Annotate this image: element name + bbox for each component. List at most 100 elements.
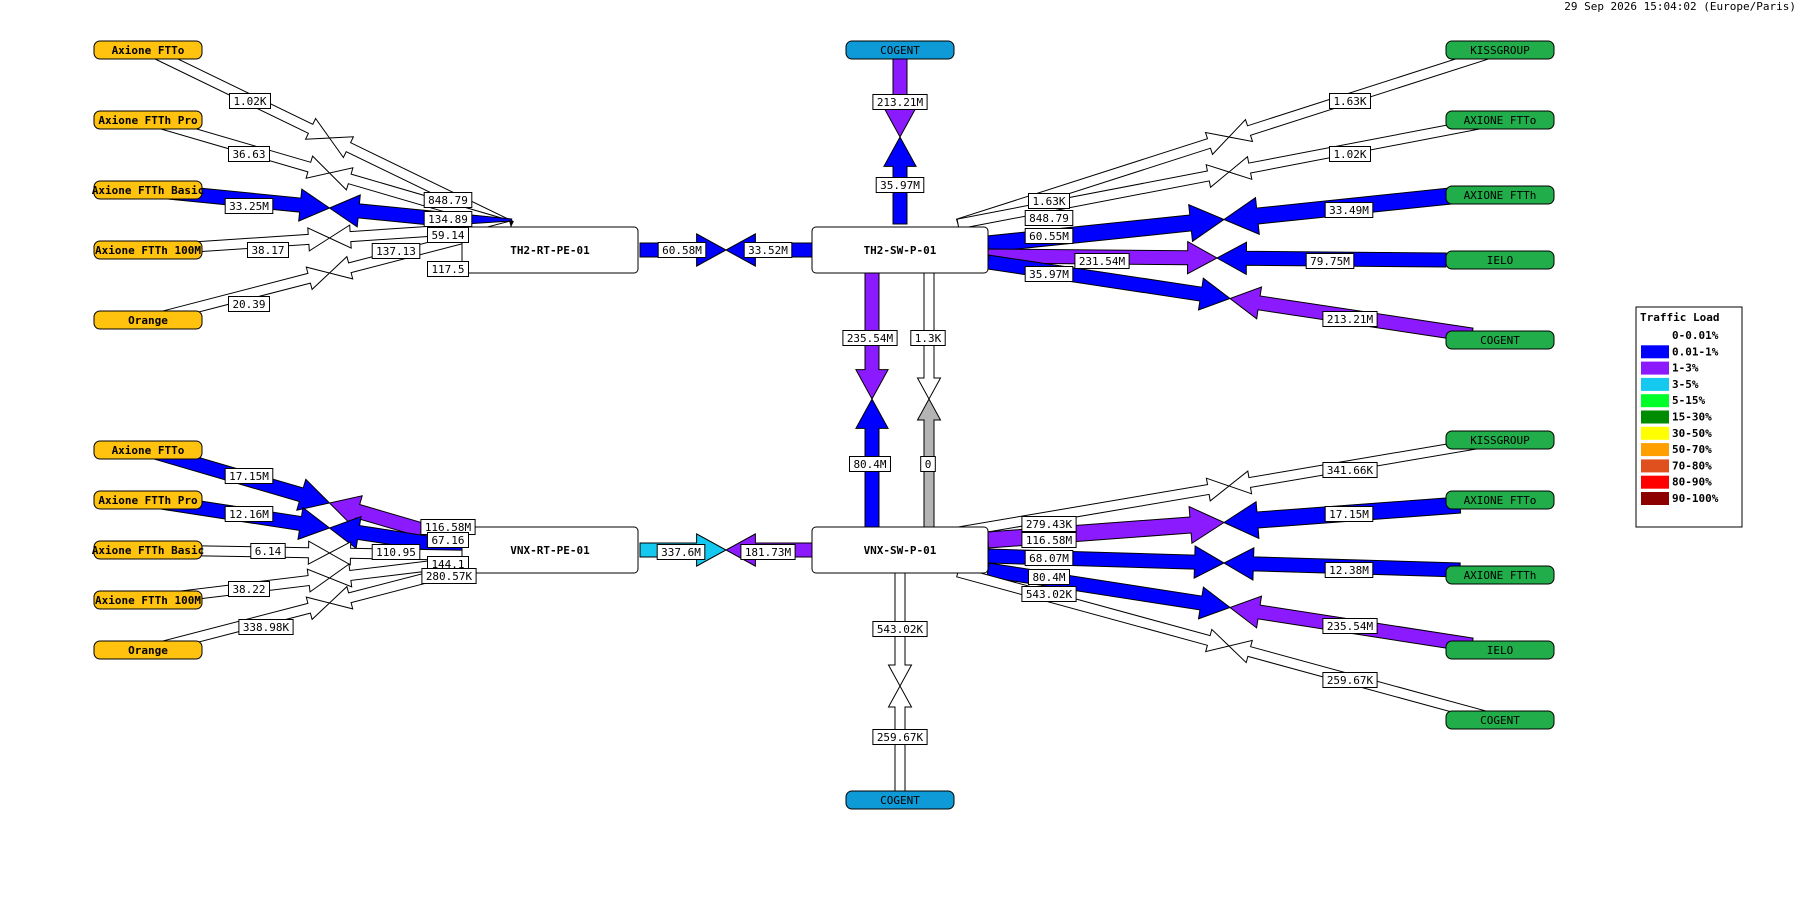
node-br-axione-ftto-label: AXIONE FTTo [1464,494,1537,507]
bandwidth-label[interactable]: 235.54M [842,330,898,346]
bandwidth-label[interactable]: 80.4M [849,456,891,472]
bandwidth-label[interactable]: 36.63 [228,146,270,162]
bandwidth-label[interactable]: 20.39 [228,296,270,312]
node-br-kissgroup[interactable]: KISSGROUP [1445,430,1555,450]
node-bl-axione-ftth-100m[interactable]: Axione FTTh 100M [93,590,203,610]
bandwidth-label[interactable]: 67.16 [427,532,469,548]
node-tr-cogent[interactable]: COGENT [1445,330,1555,350]
bandwidth-label[interactable]: 33.49M [1324,202,1374,218]
node-bl-axione-ftth-pro[interactable]: Axione FTTh Pro [93,490,203,510]
node-th2-sw-p-01[interactable]: TH2-SW-P-01 [811,226,989,274]
bandwidth-label[interactable]: 60.58M [657,242,707,258]
node-cogent-bottom[interactable]: COGENT [845,790,955,810]
bandwidth-label[interactable]: 110.95 [371,544,421,560]
bandwidth-value: 59.14 [431,229,464,242]
bandwidth-value: 35.97M [880,179,920,192]
bandwidth-value: 213.21M [877,96,924,109]
bandwidth-label[interactable]: 137.13 [371,243,421,259]
node-tl-axione-ftth-100m[interactable]: Axione FTTh 100M [93,240,203,260]
bandwidth-label[interactable]: 1.02K [1329,146,1371,162]
bandwidth-label[interactable]: 279.43K [1021,516,1077,532]
bandwidth-label[interactable]: 144.1 [427,556,469,572]
timestamp: 29 Sep 2026 15:04:02 (Europe/Paris) [1564,0,1796,13]
bandwidth-label[interactable]: 134.89 [423,211,473,227]
node-bl-axione-ftth-basic[interactable]: Axione FTTh Basic [92,540,205,560]
bandwidth-label[interactable]: 338.98K [238,619,294,635]
node-br-cogent[interactable]: COGENT [1445,710,1555,730]
bandwidth-label[interactable]: 17.15M [1324,506,1374,522]
bandwidth-value: 33.25M [229,200,269,213]
bandwidth-label[interactable]: 35.97M [1024,266,1074,282]
node-tl-axione-ftth-pro[interactable]: Axione FTTh Pro [93,110,203,130]
bandwidth-label[interactable]: 181.73M [740,544,796,560]
bandwidth-label[interactable]: 231.54M [1074,253,1130,269]
bandwidth-label[interactable]: 0 [920,456,936,472]
bandwidth-label[interactable]: 35.97M [875,177,925,193]
bandwidth-label[interactable]: 116.58M [420,519,476,535]
bandwidth-label[interactable]: 38.17 [247,242,289,258]
node-br-ielo[interactable]: IELO [1445,640,1555,660]
bandwidth-label[interactable]: 60.55M [1024,228,1074,244]
node-br-axione-ftto[interactable]: AXIONE FTTo [1445,490,1555,510]
node-tl-axione-ftth-basic[interactable]: Axione FTTh Basic [92,180,205,200]
bandwidth-label[interactable]: 68.07M [1024,550,1074,566]
bandwidth-label[interactable]: 543.02K [872,621,928,637]
node-bl-orange[interactable]: Orange [93,640,203,660]
bandwidth-label[interactable]: 280.57K [421,568,477,584]
node-tl-orange[interactable]: Orange [93,310,203,330]
node-cogent-top[interactable]: COGENT [845,40,955,60]
bandwidth-value: 543.02K [877,623,924,636]
bandwidth-label[interactable]: 1.02K [229,93,271,109]
bandwidth-value: 60.58M [662,244,702,257]
bandwidth-label[interactable]: 341.66K [1322,462,1378,478]
bandwidth-label[interactable]: 12.16M [224,506,274,522]
bandwidth-label[interactable]: 117.5 [427,261,469,277]
bandwidth-value: 231.54M [1079,255,1126,268]
bandwidth-label[interactable]: 12.38M [1324,562,1374,578]
bandwidth-label[interactable]: 213.21M [872,94,928,110]
node-bl-axione-ftto[interactable]: Axione FTTo [93,440,203,460]
bandwidth-label[interactable]: 116.58M [1021,532,1077,548]
bandwidth-label[interactable]: 38.22 [228,581,270,597]
bandwidth-label[interactable]: 259.67K [1322,672,1378,688]
bandwidth-label[interactable]: 213.21M [1322,311,1378,327]
node-tr-axione-ftth[interactable]: AXIONE FTTh [1445,185,1555,205]
link-tl-orange-out [146,266,331,326]
bandwidth-value: 6.14 [255,545,282,558]
node-tr-axione-ftto[interactable]: AXIONE FTTo [1445,110,1555,130]
bandwidth-value: 12.38M [1329,564,1369,577]
bandwidth-label[interactable]: 337.6M [656,544,706,560]
node-vnx-rt-pe-01-label: VNX-RT-PE-01 [510,544,590,557]
bandwidth-label[interactable]: 848.79 [423,192,473,208]
bandwidth-value: 110.95 [376,546,416,559]
bandwidth-label[interactable]: 848.79 [1024,210,1074,226]
bandwidth-label[interactable]: 235.54M [1322,618,1378,634]
node-br-axione-ftth[interactable]: AXIONE FTTh [1445,565,1555,585]
bandwidth-label[interactable]: 33.25M [224,198,274,214]
link-cogent-top-out [883,49,917,139]
bandwidth-value: 259.67K [1327,674,1374,687]
node-tr-ielo[interactable]: IELO [1445,250,1555,270]
bandwidth-label[interactable]: 33.52M [743,242,793,258]
node-tr-kissgroup[interactable]: KISSGROUP [1445,40,1555,60]
node-tl-axione-ftto[interactable]: Axione FTTo [93,40,203,60]
bandwidth-label[interactable]: 6.14 [250,543,286,559]
node-tl-axione-ftto-label: Axione FTTo [112,44,185,57]
bandwidth-value: 337.6M [661,546,701,559]
bandwidth-value: 144.1 [431,558,464,571]
bandwidth-label[interactable]: 1.63K [1329,93,1371,109]
bandwidth-label[interactable]: 1.3K [910,330,946,346]
legend-item-label: 50-70% [1672,443,1712,456]
node-th2-rt-pe-01[interactable]: TH2-RT-PE-01 [461,226,639,274]
bandwidth-label[interactable]: 17.15M [224,468,274,484]
bandwidth-label[interactable]: 259.67K [872,729,928,745]
bandwidth-label[interactable]: 543.02K [1021,586,1077,602]
bandwidth-label[interactable]: 1.63K [1028,193,1070,209]
bandwidth-label[interactable]: 59.14 [427,227,469,243]
bandwidth-label[interactable]: 80.4M [1028,569,1070,585]
legend-swatch [1641,345,1669,359]
legend-item-label: 0-0.01% [1672,329,1719,342]
node-vnx-rt-pe-01[interactable]: VNX-RT-PE-01 [461,526,639,574]
bandwidth-label[interactable]: 79.75M [1305,253,1355,269]
node-vnx-sw-p-01[interactable]: VNX-SW-P-01 [811,526,989,574]
